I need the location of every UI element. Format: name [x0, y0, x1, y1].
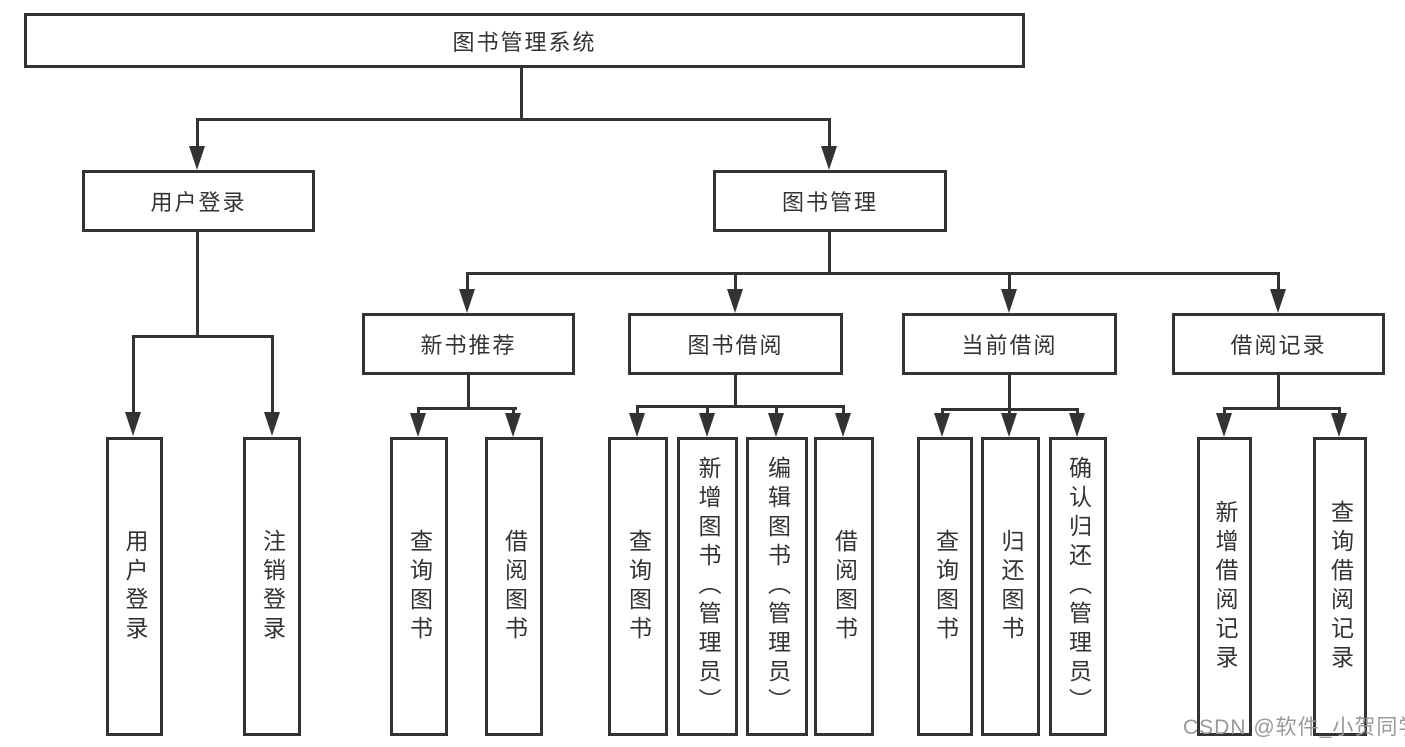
leaf-query-books-label: 查询图书: [406, 528, 433, 645]
leaf-logout-label: 注销登录: [259, 528, 286, 645]
connector-vline: [196, 121, 199, 148]
leaf-borrow-books: 借阅图书: [485, 437, 543, 736]
leaf-add-borrow-record: 新增借阅记录: [1197, 437, 1252, 736]
connector-vline: [828, 121, 831, 148]
leaf-borrow-books: 借阅图书: [814, 437, 874, 736]
leaf-query-books-label: 查询图书: [932, 528, 959, 645]
arrow-down-icon: [835, 413, 851, 437]
connector-vline: [1076, 408, 1079, 415]
arrow-down-icon: [125, 412, 141, 436]
node-root-label: 图书管理系统: [452, 29, 597, 55]
arrow-down-icon: [1001, 289, 1017, 313]
arrow-down-icon: [699, 413, 715, 437]
arrow-down-icon: [1331, 413, 1347, 437]
connector-vline: [132, 338, 135, 412]
arrow-down-icon: [264, 412, 280, 436]
connector-vline: [1277, 375, 1280, 410]
arrow-down-icon: [410, 413, 426, 437]
connector-hline: [1223, 407, 1341, 410]
leaf-add-borrow-record-label: 新增借阅记录: [1212, 499, 1238, 674]
arrow-down-icon: [1001, 413, 1017, 437]
node-new-book-recommend: 新书推荐: [362, 313, 575, 375]
connector-vline: [520, 68, 523, 121]
arrow-down-icon: [768, 413, 784, 437]
connector-vline: [1223, 407, 1226, 415]
arrow-down-icon: [934, 413, 950, 437]
leaf-query-borrow-record: 查询借阅记录: [1313, 437, 1367, 736]
connector-vline: [636, 405, 639, 415]
connector-vline: [775, 405, 778, 415]
node-book-management: 图书管理: [713, 170, 947, 232]
connector-vline: [466, 275, 469, 291]
connector-hline: [417, 407, 517, 410]
connector-vline: [1008, 375, 1011, 411]
node-user-login: 用户登录: [82, 170, 315, 232]
leaf-logout: 注销登录: [243, 437, 301, 736]
arrow-down-icon: [1069, 413, 1085, 437]
connector-hline: [132, 335, 274, 338]
connector-vline: [828, 232, 831, 275]
leaf-query-borrow-record-label: 查询借阅记录: [1327, 499, 1354, 674]
connector-vline: [941, 408, 944, 415]
node-current-borrow: 当前借阅: [902, 313, 1117, 375]
node-book-management-label: 图书管理: [781, 190, 878, 215]
leaf-add-books-admin: 新增图书（管理员）: [677, 437, 738, 736]
arrow-down-icon: [1216, 413, 1232, 437]
leaf-query-books: 查询图书: [608, 437, 668, 736]
connector-vline: [417, 407, 420, 415]
leaf-confirm-return-admin-label: 确认归还（管理员）: [1065, 456, 1092, 717]
connector-vline: [842, 405, 845, 415]
connector-hline: [636, 405, 844, 408]
node-borrow-records: 借阅记录: [1172, 313, 1385, 375]
arrow-down-icon: [727, 289, 743, 313]
node-book-borrow: 图书借阅: [628, 313, 843, 375]
connector-vline: [271, 338, 274, 412]
arrow-down-icon: [821, 146, 837, 170]
connector-vline: [1338, 407, 1341, 415]
node-book-borrow-label: 图书借阅: [687, 333, 784, 358]
leaf-return-books-label: 归还图书: [998, 528, 1024, 645]
leaf-query-books: 查询图书: [917, 437, 973, 736]
leaf-borrow-books-label: 借阅图书: [501, 528, 528, 645]
connector-vline: [467, 375, 470, 410]
node-new-book-recommend-label: 新书推荐: [420, 333, 517, 358]
leaf-user-login: 用户登录: [106, 437, 163, 736]
connector-vline: [196, 232, 199, 338]
connector-vline: [512, 407, 515, 415]
leaf-confirm-return-admin: 确认归还（管理员）: [1049, 437, 1107, 736]
arrow-down-icon: [1270, 289, 1286, 313]
leaf-user-login-label: 用户登录: [122, 528, 148, 645]
connector-vline: [1277, 275, 1280, 291]
arrow-down-icon: [629, 413, 645, 437]
connector-vline: [734, 275, 737, 291]
arrow-down-icon: [189, 146, 205, 170]
connector-hline: [466, 272, 1280, 275]
leaf-query-books: 查询图书: [390, 437, 448, 736]
arrow-down-icon: [459, 289, 475, 313]
leaf-return-books: 归还图书: [981, 437, 1040, 736]
leaf-borrow-books-label: 借阅图书: [831, 528, 858, 645]
node-borrow-records-label: 借阅记录: [1230, 333, 1327, 358]
node-root: 图书管理系统: [24, 13, 1025, 68]
leaf-edit-books-admin: 编辑图书（管理员）: [746, 437, 808, 736]
connector-vline: [1008, 275, 1011, 291]
connector-vline: [706, 405, 709, 415]
node-user-login-label: 用户登录: [150, 190, 247, 215]
node-current-borrow-label: 当前借阅: [961, 333, 1058, 358]
connector-vline: [734, 375, 737, 408]
csdn-watermark: CSDN @软件_小贺同学: [1183, 716, 1405, 739]
leaf-query-books-label: 查询图书: [625, 528, 652, 645]
connector-vline: [1008, 408, 1011, 415]
leaf-edit-books-admin-label: 编辑图书（管理员）: [764, 456, 791, 717]
arrow-down-icon: [505, 413, 521, 437]
connector-hline: [196, 118, 831, 121]
leaf-add-books-admin-label: 新增图书（管理员）: [695, 456, 721, 717]
